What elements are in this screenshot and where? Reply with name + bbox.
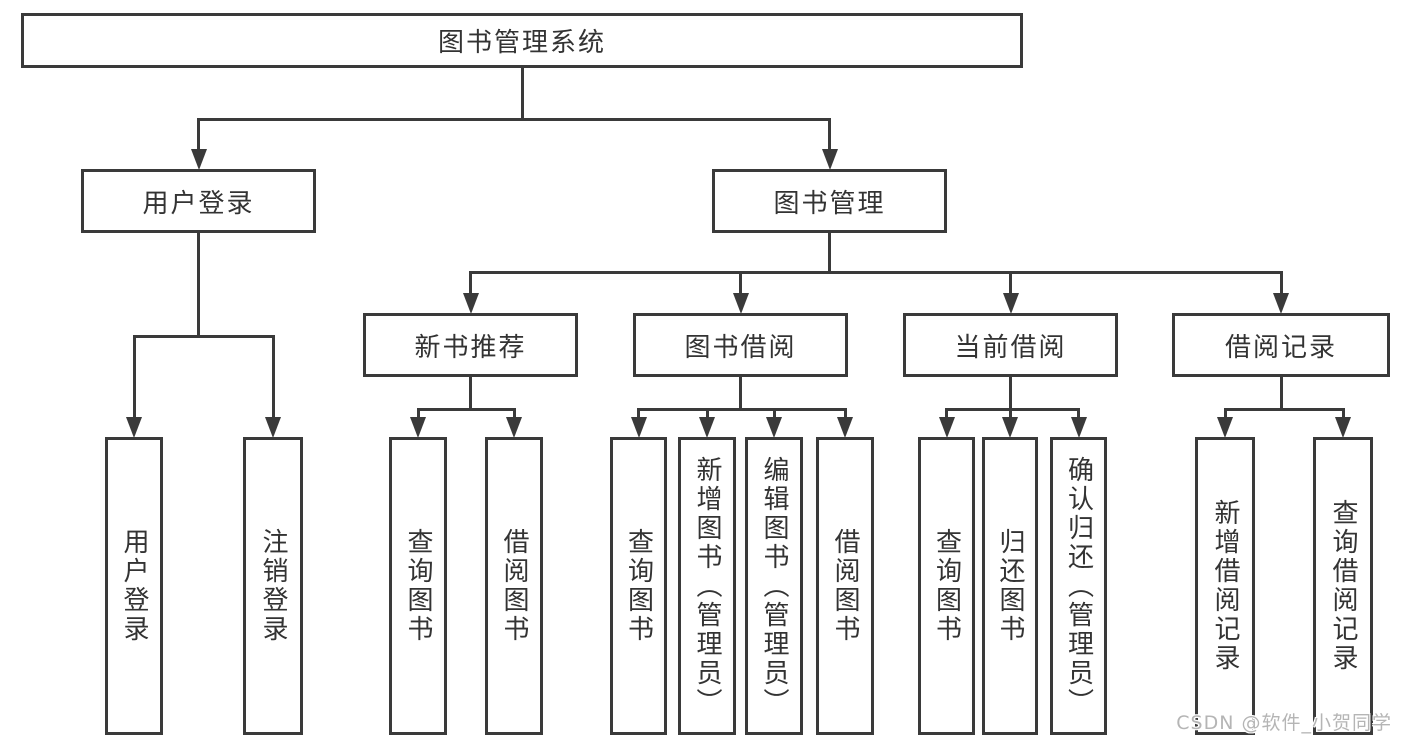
arrow-down-icon [1335, 417, 1351, 438]
diagram-node-leaf-query-book-2: 查询图书 [610, 437, 667, 735]
arrow-down-icon [732, 293, 749, 314]
arrow-down-icon [938, 417, 955, 438]
node-label: 借阅记录 [1224, 332, 1337, 363]
connector-line [1279, 274, 1283, 294]
connector-line [945, 408, 1080, 411]
node-label: 注销登录 [258, 528, 288, 644]
arrow-down-icon [190, 149, 207, 170]
diagram-node-leaf-query-book-3: 查询图书 [918, 437, 975, 735]
connector-line [271, 338, 275, 418]
connector-line [705, 411, 709, 418]
arrow-down-icon [837, 417, 853, 438]
connector-line [197, 118, 831, 121]
diagram-node-leaf-confirm-return: 确认归还（管理员） [1050, 437, 1107, 735]
connector-line [1077, 411, 1080, 418]
node-label: 编辑图书（管理员） [759, 455, 789, 717]
arrow-down-icon [1273, 293, 1289, 314]
diagram-node-leaf-user-login: 用户登录 [105, 437, 163, 735]
connector-line [197, 233, 200, 338]
diagram-node-leaf-borrow-book-1: 借阅图书 [485, 437, 543, 735]
connector-line [416, 411, 420, 418]
node-label: 查询图书 [931, 528, 962, 644]
connector-line [1009, 274, 1012, 294]
node-label: 当前借阅 [954, 332, 1067, 363]
diagram-node-leaf-borrow-book-2: 借阅图书 [816, 437, 874, 735]
connector-line [469, 271, 1283, 274]
connector-line [637, 411, 640, 418]
diagram-node-root: 图书管理系统 [21, 13, 1023, 68]
connector-line [1223, 408, 1345, 411]
connector-line [828, 121, 831, 150]
connector-line [469, 274, 472, 294]
connector-line [197, 121, 200, 150]
diagram-node-leaf-add-borrow-record: 新增借阅记录 [1195, 437, 1255, 735]
node-label: 查询借阅记录 [1328, 499, 1358, 673]
connector-line [469, 377, 472, 411]
connector-line [512, 411, 516, 418]
arrow-down-icon [410, 417, 426, 438]
node-label: 图书管理系统 [437, 28, 606, 58]
connector-line [772, 411, 776, 418]
connector-line [1223, 411, 1227, 418]
diagram-node-user-login: 用户登录 [81, 169, 316, 233]
arrow-down-icon [1070, 417, 1087, 438]
arrow-down-icon [126, 417, 142, 438]
diagram-node-book-borrow: 图书借阅 [633, 313, 848, 377]
diagram-node-borrow-records: 借阅记录 [1172, 313, 1390, 377]
node-label: 新增借阅记录 [1210, 499, 1240, 673]
connector-line [1279, 377, 1283, 411]
diagram-node-leaf-edit-book: 编辑图书（管理员） [745, 437, 803, 735]
node-label: 新增图书（管理员） [692, 455, 722, 717]
arrow-down-icon [630, 417, 647, 438]
diagram-node-leaf-query-borrow-record: 查询借阅记录 [1313, 437, 1373, 735]
arrow-down-icon [1002, 293, 1019, 314]
connector-line [520, 68, 524, 121]
arrow-down-icon [821, 149, 838, 170]
watermark: CSDN @软件_小贺同学 [1176, 712, 1392, 734]
connector-line [132, 338, 136, 418]
connector-line [739, 274, 742, 294]
arrow-down-icon [699, 417, 715, 438]
connector-line [843, 411, 847, 418]
node-label: 用户登录 [142, 188, 255, 219]
connector-line [945, 411, 948, 418]
arrow-down-icon [766, 417, 782, 438]
connector-line [637, 408, 847, 411]
node-label: 确认归还（管理员） [1063, 455, 1094, 717]
arrow-down-icon [462, 293, 479, 314]
node-label: 新书推荐 [414, 332, 527, 363]
node-label: 归还图书 [995, 528, 1025, 644]
connector-line [739, 377, 742, 411]
connector-line [416, 408, 516, 411]
diagram-node-book-management: 图书管理 [712, 169, 947, 233]
connector-line [132, 335, 275, 338]
diagram-node-current-borrow: 当前借阅 [903, 313, 1118, 377]
node-label: 图书借阅 [684, 332, 797, 363]
diagram-node-leaf-logout: 注销登录 [243, 437, 303, 735]
node-label: 查询图书 [623, 528, 654, 644]
node-label: 图书管理 [773, 188, 886, 219]
diagram-node-leaf-add-book: 新增图书（管理员） [678, 437, 736, 735]
node-label: 借阅图书 [830, 528, 860, 644]
diagram-node-new-book-recommend: 新书推荐 [363, 313, 578, 377]
arrow-down-icon [506, 417, 522, 438]
connector-line [1341, 411, 1345, 418]
arrow-down-icon [1002, 417, 1018, 438]
arrow-down-icon [265, 417, 281, 438]
node-label: 借阅图书 [499, 528, 529, 644]
connector-line [1008, 411, 1012, 418]
connector-line [828, 233, 831, 274]
diagram-node-leaf-return-book: 归还图书 [982, 437, 1038, 735]
node-label: 查询图书 [403, 528, 433, 644]
diagram-node-leaf-query-book-1: 查询图书 [389, 437, 447, 735]
node-label: 用户登录 [119, 528, 149, 644]
arrow-down-icon [1217, 417, 1233, 438]
connector-line [1009, 377, 1012, 411]
